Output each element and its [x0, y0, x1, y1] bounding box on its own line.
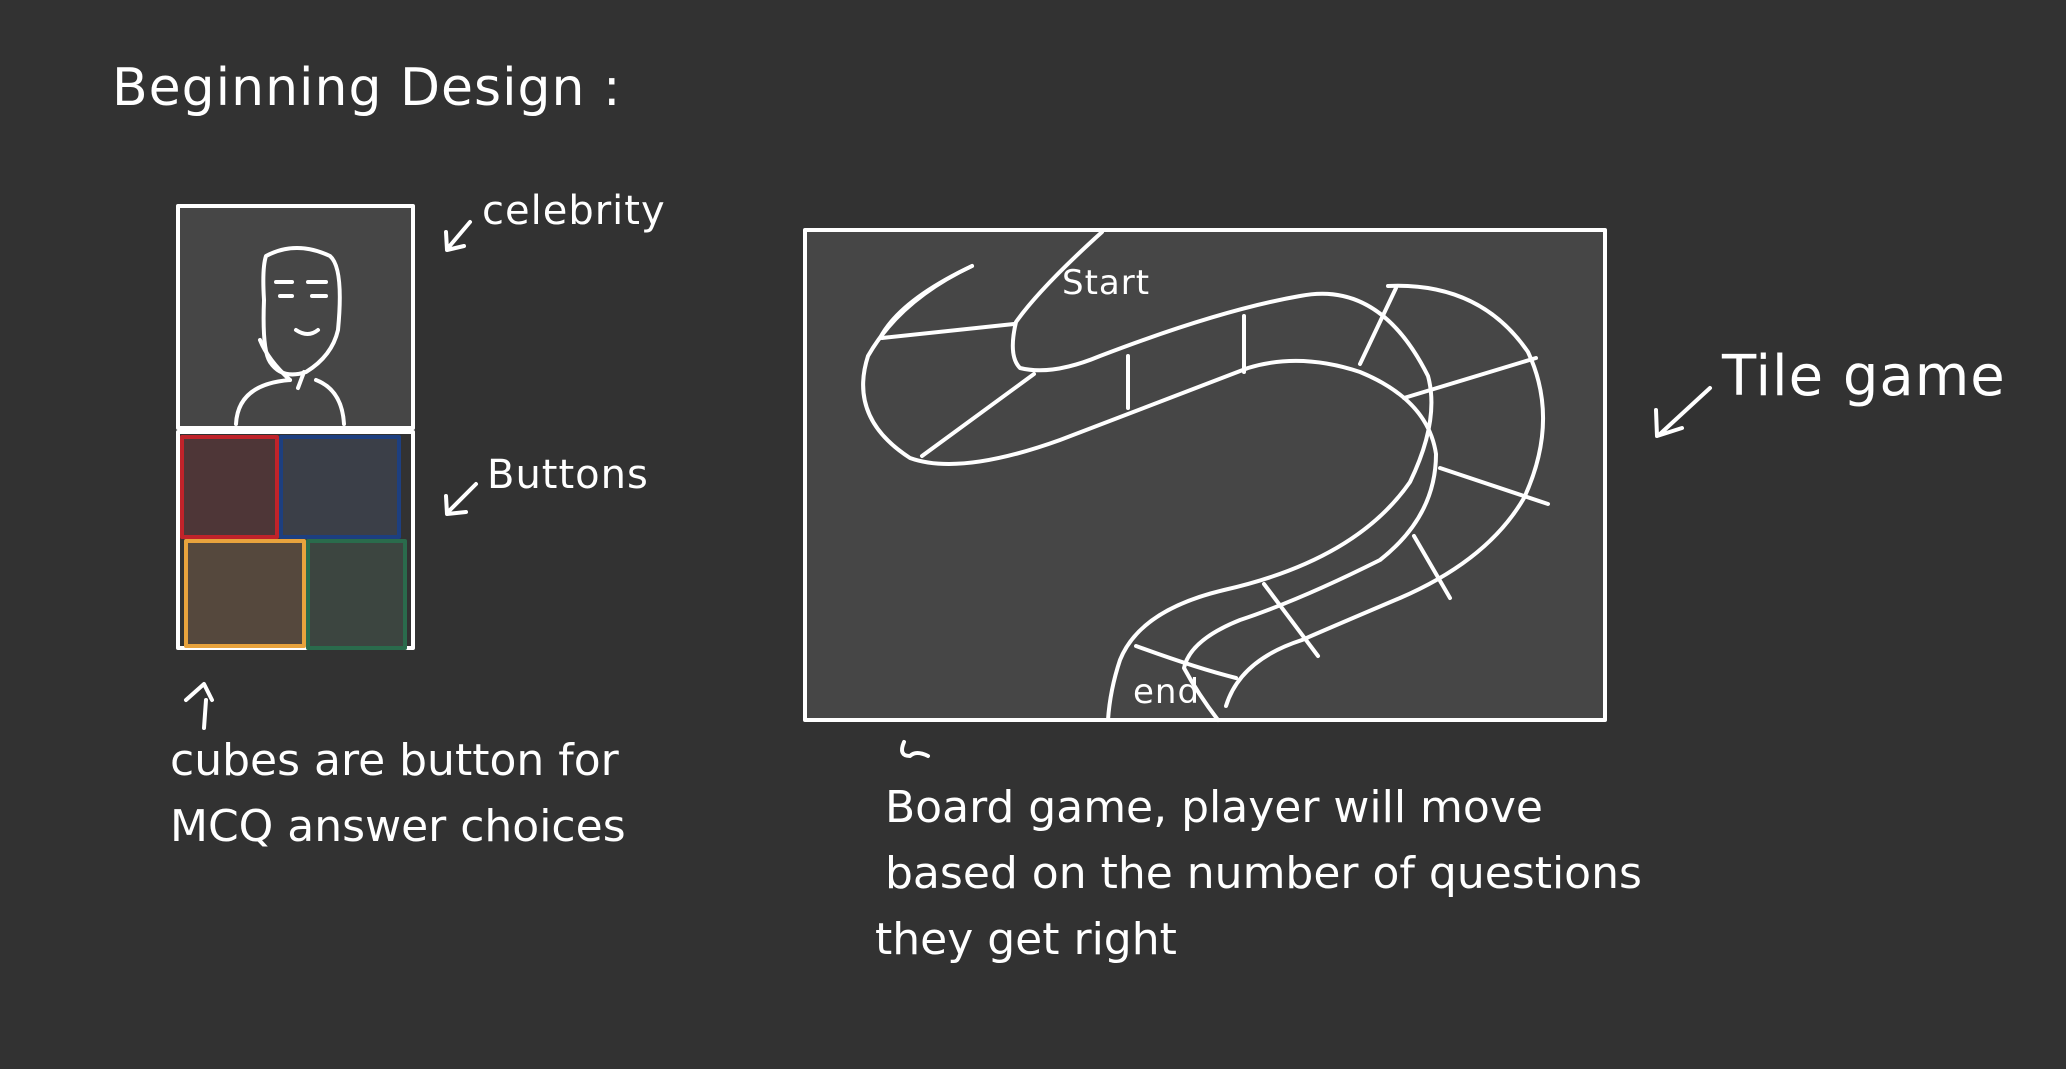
- answer-buttons-grid: [176, 430, 415, 650]
- board-note-line: they get right: [875, 914, 1177, 965]
- answer-button-green: [306, 539, 407, 650]
- buttons-note-line: MCQ answer choices: [170, 801, 626, 852]
- celebrity-face-icon: [234, 246, 346, 426]
- board-note-line: based on the number of questions: [885, 848, 1642, 899]
- board-tiles: [880, 286, 1550, 680]
- arrow-tile-game-icon: [1654, 386, 1712, 438]
- answer-button-orange: [184, 539, 306, 648]
- buttons-note: cubes are button for MCQ answer choices: [170, 728, 626, 860]
- arrow-celebrity-icon: [444, 220, 472, 252]
- board-note-line: Board game, player will move: [885, 782, 1543, 833]
- buttons-label: Buttons: [487, 452, 649, 498]
- board-path: [861, 230, 1546, 722]
- celebrity-label: celebrity: [482, 188, 666, 234]
- tile-game-label: Tile game: [1722, 344, 2006, 409]
- board-end-label: end: [1133, 672, 1201, 712]
- answer-button-red: [180, 435, 279, 539]
- board-note: Board game, player will move based on th…: [875, 775, 1642, 973]
- celebrity-frame: [176, 204, 415, 430]
- answer-button-blue: [279, 435, 401, 539]
- arrow-board-icon: [900, 740, 930, 758]
- board-frame: [803, 228, 1607, 722]
- board-start-label: Start: [1062, 263, 1151, 303]
- buttons-note-line: cubes are button for: [170, 735, 619, 786]
- arrow-buttons-icon: [444, 482, 478, 516]
- page-title: Beginning Design :: [112, 58, 622, 118]
- arrow-cubes-icon: [184, 682, 214, 730]
